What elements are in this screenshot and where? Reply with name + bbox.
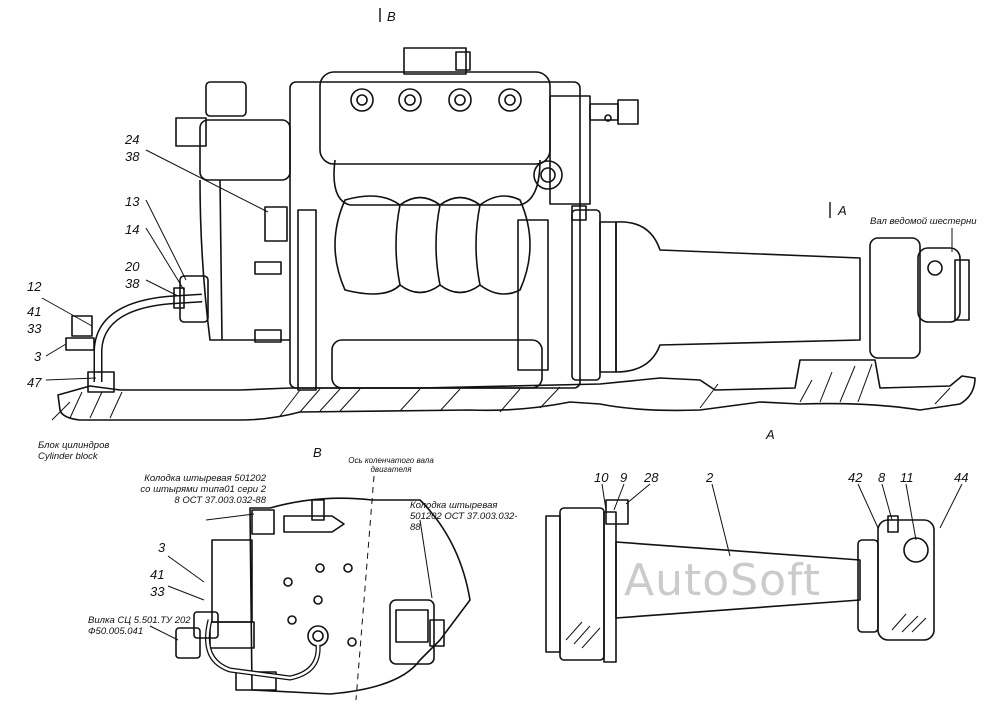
view-a-callout-10: 10 [594,470,609,485]
cylinder-block-label-en: Cylinder block [38,451,98,462]
view-b-callout-41: 41 [150,567,165,582]
cylinder-block-base [57,359,976,421]
view-b-callout-3: 3 [158,540,166,555]
leader-lines-main [41,149,953,421]
view-a-drawing [545,483,963,663]
leader-lines-view-a [601,483,963,557]
pin-connector-label: Колодка штыревая 501202 со штырями типа0… [140,473,266,506]
callout-24: 24 [125,132,140,147]
bellows [334,195,531,295]
callout-33: 33 [27,321,42,336]
plug-fork-label: Вилка СЦ 5.501.ТУ 202 Ф50.005.041 [88,615,191,637]
callout-14: 14 [125,222,140,237]
crankshaft-axis-label: Ось коленчатого вала двигателя [348,456,434,474]
view-a-callout-44: 44 [954,470,969,485]
view-b-arrow-label: B [387,9,396,24]
view-b-callout-33: 33 [150,584,165,599]
view-a-callout-9: 9 [620,470,628,485]
driven-gear-shaft-label: Вал ведомой шестерни [870,216,977,227]
cylinder-block-label-ru: Блок цилиндров [38,440,110,451]
view-b-drawing [149,475,471,701]
view-a-title: A [766,427,775,442]
callout-13: 13 [125,194,140,209]
main-assembly-view [41,8,976,421]
view-a-callout-28: 28 [644,470,659,485]
callout-41: 41 [27,304,42,319]
view-a-callout-2: 2 [706,470,714,485]
callout-12: 12 [27,279,42,294]
view-a-callout-42: 42 [848,470,863,485]
callout-3: 3 [34,349,42,364]
view-a-callout-8: 8 [878,470,886,485]
watermark: AutoSoft [624,555,821,606]
callout-38b: 38 [125,276,140,291]
socket-connector-label: Колодка штыревая 501202 ОСТ 37.003.032-8… [410,500,518,533]
callout-20: 20 [125,259,140,274]
view-b-title: B [313,445,322,460]
view-a-arrow-label: A [838,203,847,218]
injector-nozzles [350,88,522,112]
view-a-callout-11: 11 [900,470,914,485]
callout-47: 47 [27,375,42,390]
callout-38: 38 [125,149,140,164]
